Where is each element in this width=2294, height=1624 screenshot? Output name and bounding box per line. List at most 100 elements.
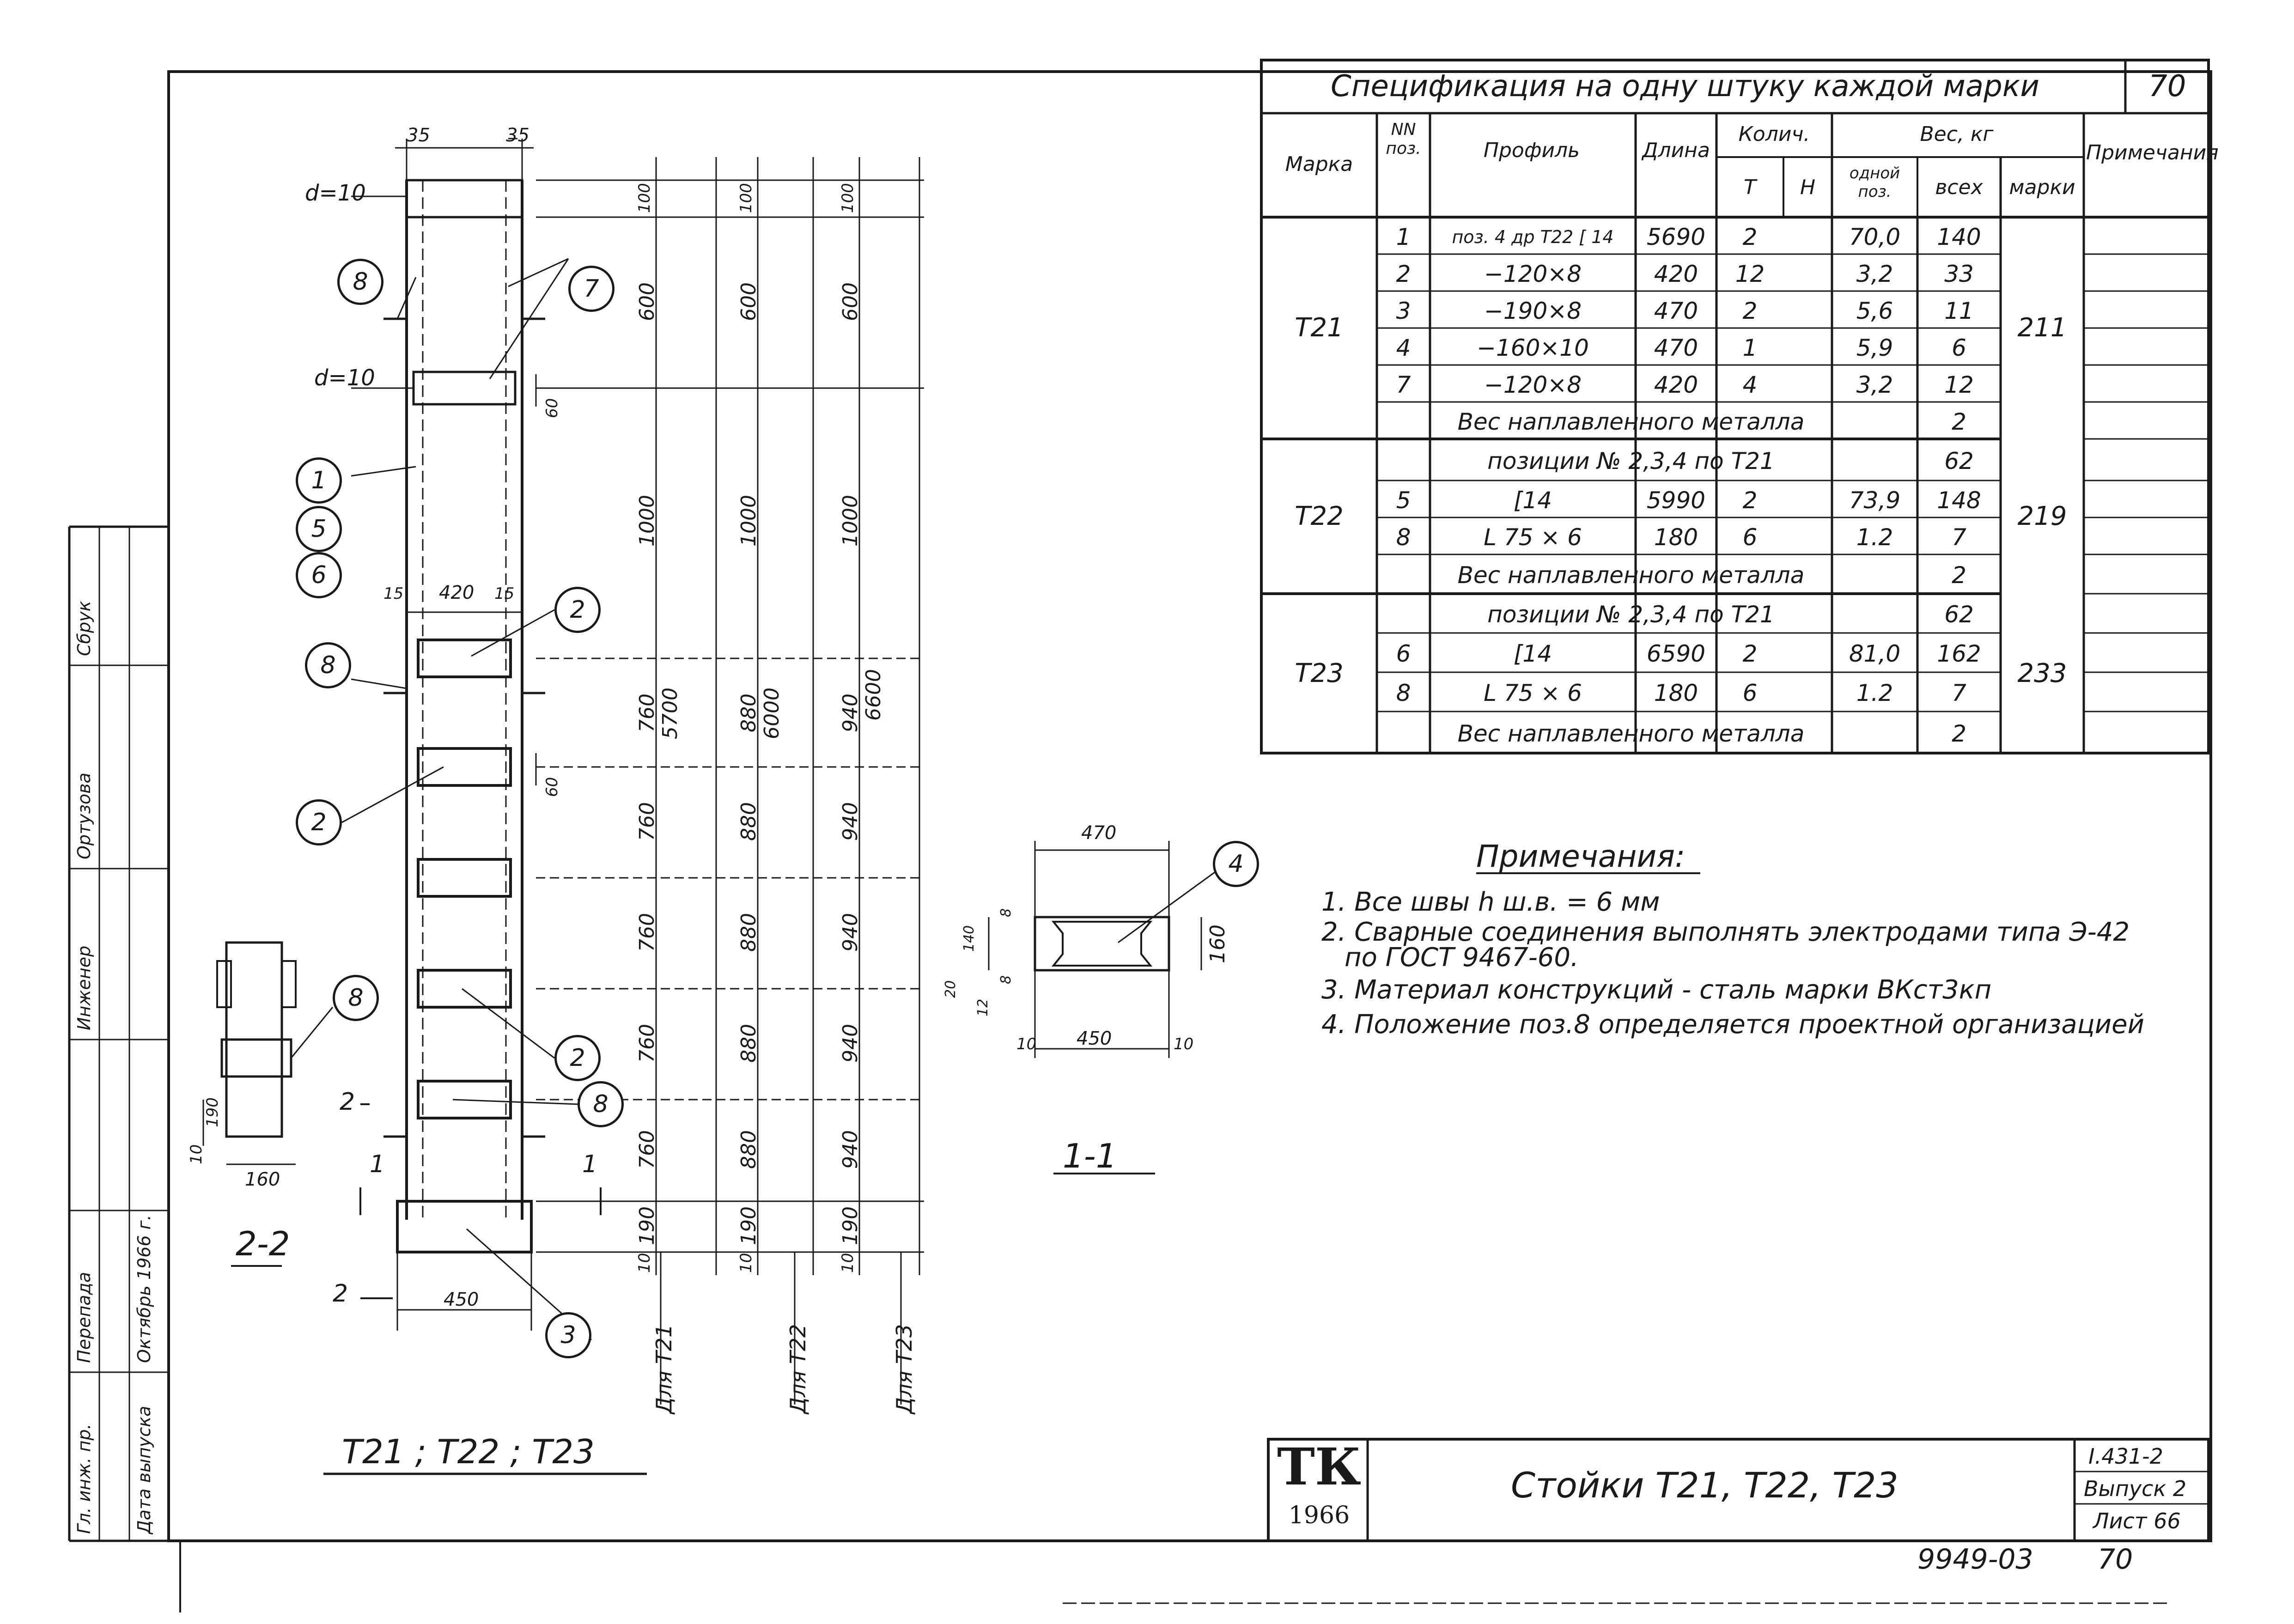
spec-table-grid [1260, 59, 2210, 754]
chain-dim-label: 10 [635, 1253, 654, 1273]
spec-cell-weight-one: 1.2 [1856, 524, 1893, 551]
stamp-name-sbruk: Сбрук [74, 601, 94, 656]
section11-dim-450: 450 [1077, 1028, 1112, 1049]
spec-cell-length: 6590 [1646, 640, 1706, 667]
header-qty-t: Т [1744, 176, 1756, 199]
spec-cell-pos: 8 [1396, 524, 1411, 551]
spec-cell-pos [1377, 406, 1430, 438]
balloon-8-low: 8 [578, 1081, 624, 1127]
dim-60-mid: 60 [543, 777, 561, 797]
chain-dim-label: 1000 [839, 494, 862, 547]
spec-cell-profile: [14 [1513, 640, 1552, 667]
spec-cell-profile: L 75 × 6 [1484, 524, 1582, 551]
spec-cell-qty-n [1783, 369, 1832, 401]
chain-dim-label: 600 [635, 282, 659, 321]
spec-cell-qty-t: 6 [1742, 524, 1758, 551]
spec-cell-qty-t: 1 [1742, 335, 1758, 361]
notes-title: Примечания: [1476, 839, 1686, 874]
spec-cell-qty-n [1783, 221, 1832, 253]
spec-cell-span-text: позиции № 2,3,4 по Т21 [1487, 601, 1775, 628]
spec-cell-weight-all: 140 [1937, 224, 1981, 250]
balloon-8-top: 8 [337, 259, 383, 305]
section11-dim-10-left: 10 [1016, 1035, 1037, 1053]
spec-cell-qty-t: 2 [1742, 487, 1758, 514]
chain-dim-label: 940 [839, 802, 862, 841]
spec-cell-pos: 6 [1396, 640, 1411, 667]
spec-title: Спецификация на одну штуку каждой марки [1331, 69, 2039, 103]
spec-cell-qty-t: 4 [1742, 371, 1758, 398]
spec-cell-weight-all: 62 [1944, 601, 1974, 628]
spec-cell-span-text: Вес наплавленного металла [1457, 408, 1805, 435]
spec-cell-length: 420 [1654, 261, 1698, 287]
spec-cell-weight-all: 12 [1944, 371, 1974, 398]
tk-year: 1966 [1288, 1502, 1350, 1529]
balloon-2-low: 2 [554, 1035, 601, 1081]
balloon-8-section: 8 [333, 975, 379, 1021]
sheet-number: Лист 66 [2093, 1508, 2181, 1533]
spec-cell-weight-one: 5,6 [1856, 298, 1893, 324]
drawing-title: Стойки Т21, Т22, Т23 [1511, 1465, 1898, 1506]
spec-cell-qty-n [1783, 676, 1832, 711]
chain-dim-label: 760 [635, 1130, 659, 1169]
spec-cell-pos: 3 [1396, 298, 1411, 324]
section22-dim-10: 10 [187, 1144, 206, 1164]
chain-dim-label: 880 [737, 1130, 761, 1169]
balloon-3: 3 [545, 1312, 591, 1358]
for-t22-label: Для Т22 [785, 1324, 810, 1414]
balloon-7: 7 [568, 266, 615, 312]
cut-mark-2-bottom: 2 [333, 1280, 348, 1308]
chain-dim-label: 940 [839, 693, 862, 732]
spec-cell-weight-one: 70,0 [1849, 224, 1901, 250]
cut-mark-1-right: 1 [582, 1150, 598, 1178]
spec-cell-weight-one: 73,9 [1849, 487, 1901, 514]
note-1: 1. Все швы h ш.в. = 6 мм [1321, 887, 1660, 917]
note-3: 3. Материал конструкций - сталь марки ВК… [1321, 975, 1992, 1005]
chain-dim-label: 880 [737, 1023, 761, 1063]
spec-cell-weight-one: 1.2 [1856, 680, 1893, 706]
series-number: I.431-2 [2088, 1444, 2163, 1469]
stamp-role-engineer: Инженер [74, 945, 94, 1030]
left-stamp-grid [69, 527, 169, 1541]
dim-top-right-35: 35 [506, 125, 529, 146]
d10-label-mid: d=10 [314, 365, 375, 391]
chain-dim-label: 760 [635, 693, 659, 732]
cut-mark-1-left: 1 [370, 1150, 385, 1178]
footer-code: 9949-03 [1917, 1543, 2033, 1575]
total-5700: 5700 [658, 687, 682, 739]
spec-cell-qty-t: 2 [1742, 224, 1758, 250]
chain-dim-label: 940 [839, 912, 862, 952]
spec-cell-weight-one: 5,9 [1856, 335, 1893, 361]
spec-cell-profile: поз. 4 др Т22 [ 14 [1452, 227, 1614, 247]
header-weight-one: одной поз. [1849, 164, 1900, 201]
spec-cell-weight-one: 81,0 [1849, 640, 1901, 667]
d10-label-top: d=10 [305, 180, 366, 206]
section-1-1-title: 1-1 [1063, 1137, 1117, 1175]
spec-cell-span-text: Вес наплавленного металла [1457, 720, 1805, 747]
balloon-2-mid: 2 [296, 799, 342, 845]
spec-cell-length: 180 [1654, 680, 1698, 706]
header-weight-mark: марки [2009, 176, 2075, 199]
spec-cell-pos: 2 [1396, 261, 1411, 287]
chain-dim-label: 880 [737, 912, 761, 952]
chain-dim-label: 940 [839, 1130, 862, 1169]
section11-dim-12: 12 [975, 998, 991, 1016]
chain-dim-label: 10 [737, 1253, 755, 1273]
spec-cell-qty-n [1783, 521, 1832, 553]
dim-15-left: 15 [383, 584, 404, 603]
chain-dim-label: 880 [737, 802, 761, 841]
stamp-name-ortuzova: Ортузова [74, 772, 94, 859]
chain-dim-label: 940 [839, 1023, 862, 1063]
spec-cell-profile: [14 [1513, 487, 1552, 514]
spec-cell-weight-all: 62 [1944, 448, 1974, 474]
section11-dim-140: 140 [961, 925, 977, 952]
spec-cell-weight-one: 3,2 [1856, 371, 1893, 398]
balloon-5: 5 [296, 506, 342, 552]
spec-cell-weight-all: 162 [1937, 640, 1981, 667]
spec-cell-qty-n [1783, 295, 1832, 327]
spec-cell-pos: 1 [1396, 224, 1411, 250]
balloon-2-top: 2 [554, 587, 601, 633]
spec-cell-profile: L 75 × 6 [1484, 680, 1582, 706]
section11-dim-160: 160 [1206, 925, 1229, 963]
spec-cell-length: 470 [1654, 298, 1698, 324]
spec-cell-pos [1377, 597, 1430, 632]
